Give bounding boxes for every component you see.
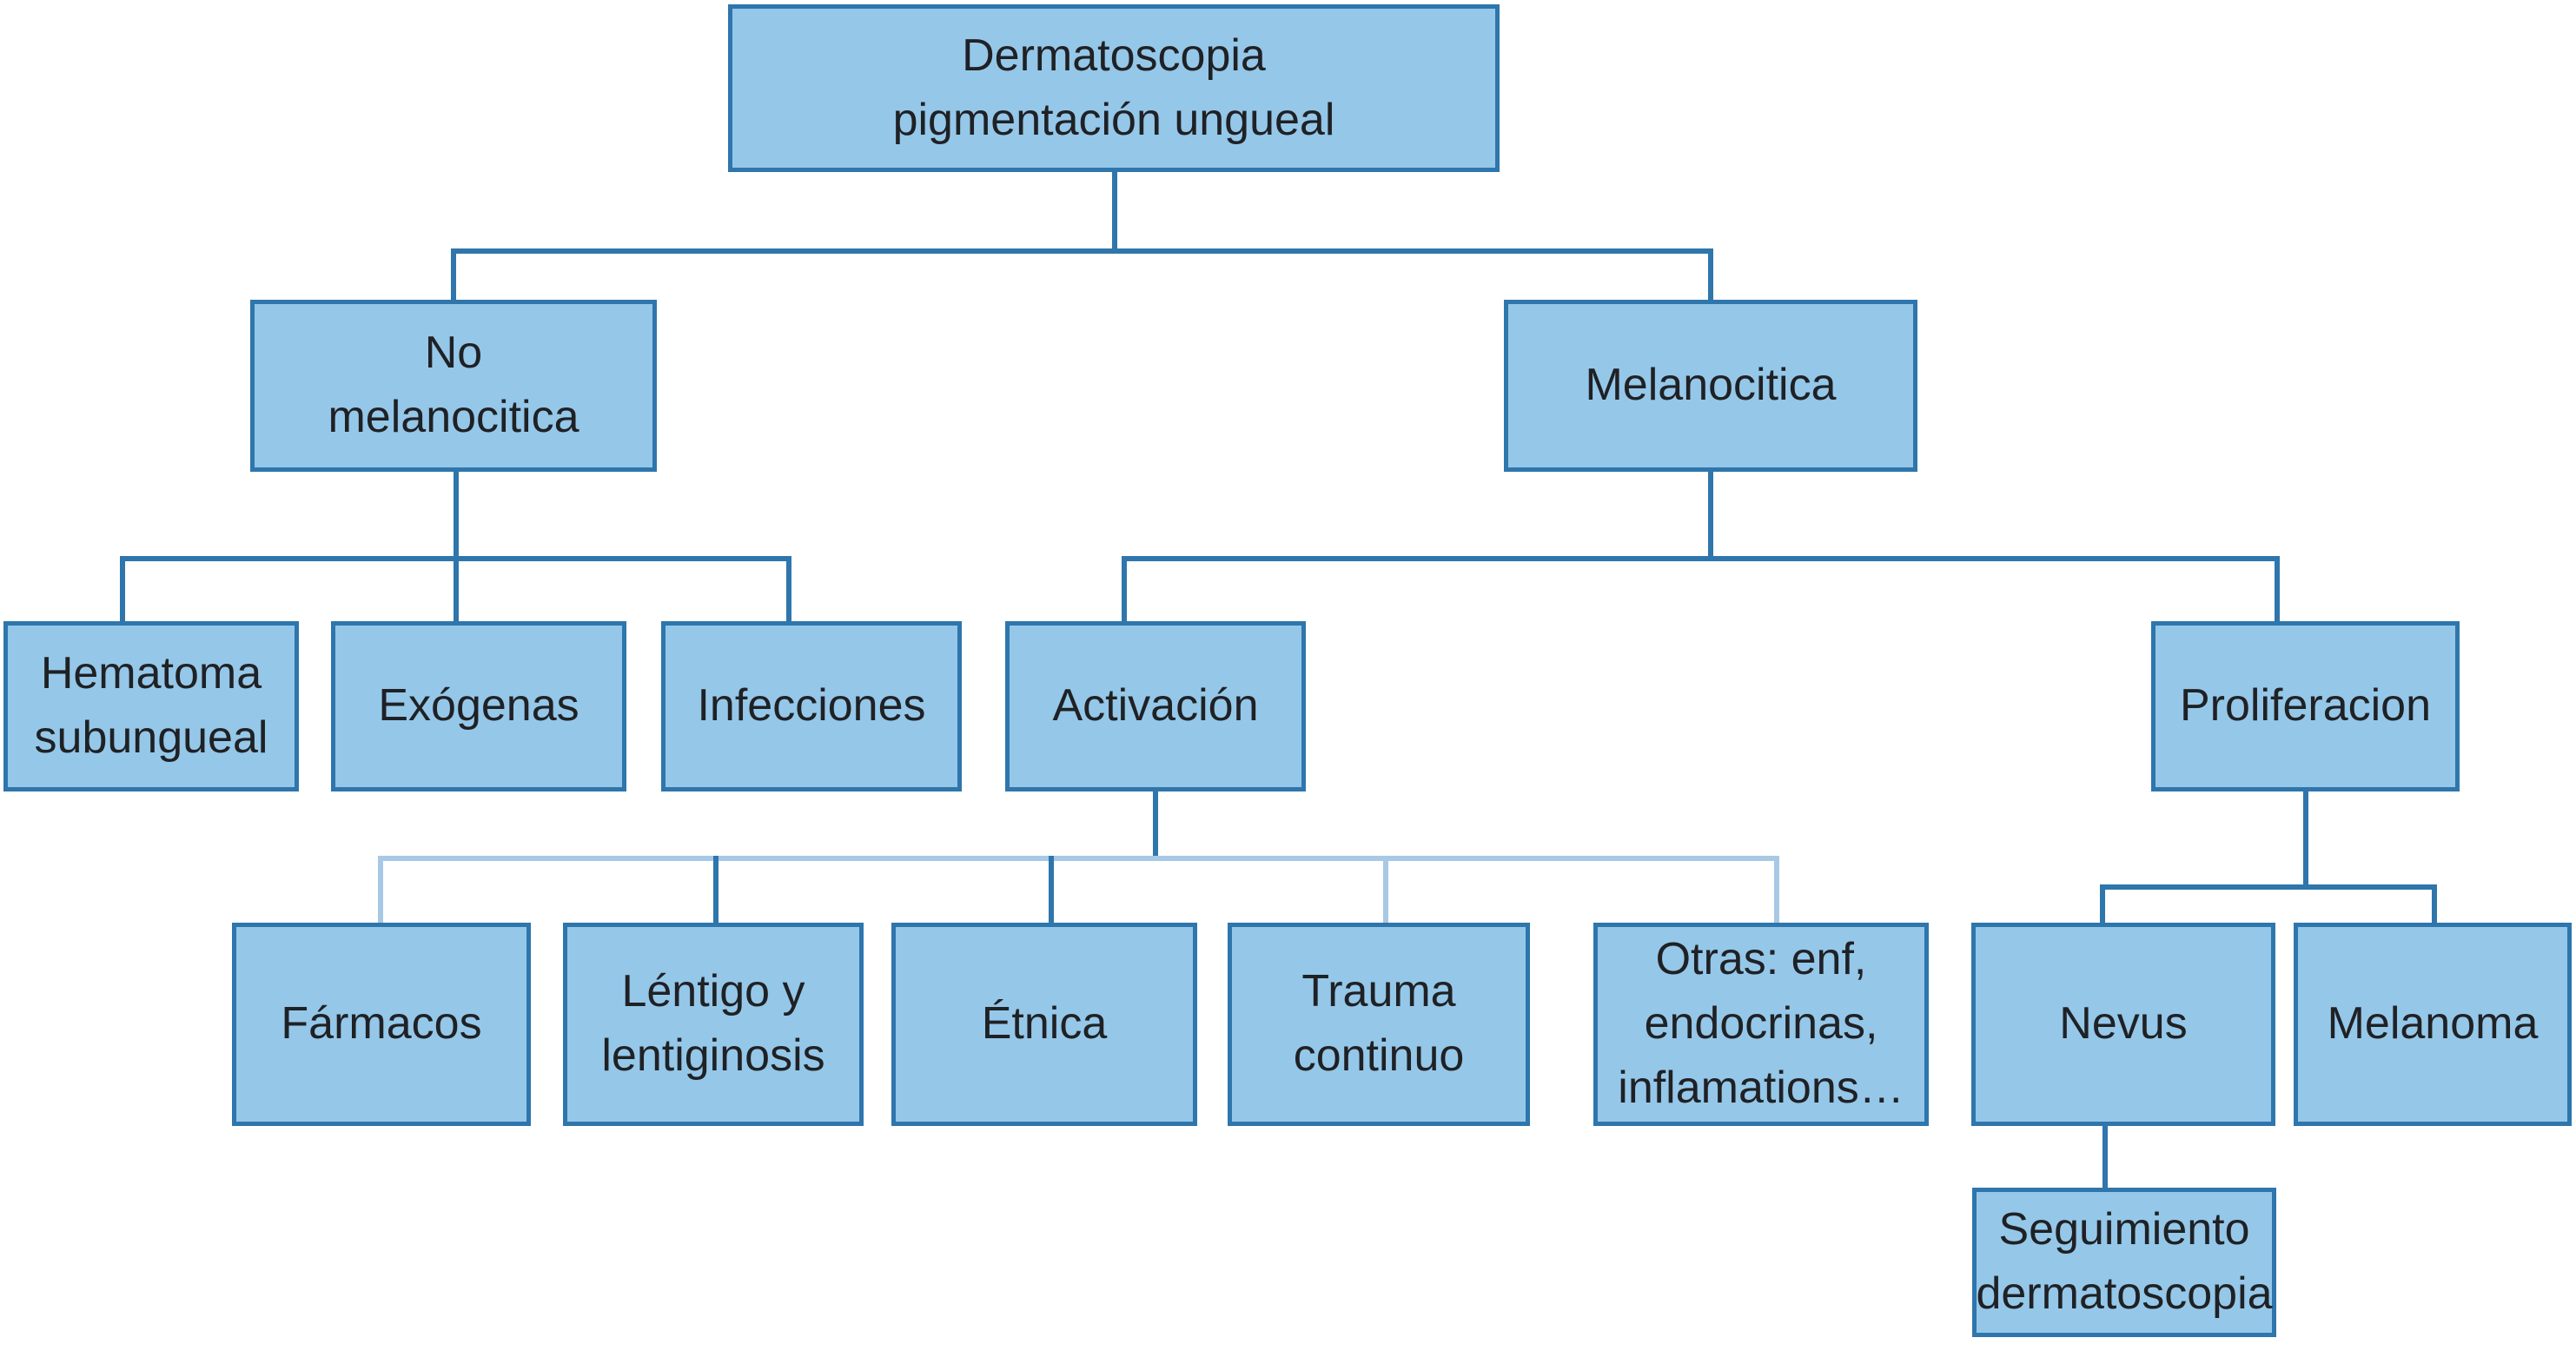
- connector-drop-melanoma: [2432, 884, 2437, 924]
- node-hematoma-subungueal: Hematoma subungueal: [3, 621, 299, 791]
- node-proliferacion: Proliferacion: [2151, 621, 2460, 791]
- connector-activacion-rail: [378, 856, 1779, 861]
- connector-proliferacion-stub: [2303, 790, 2308, 887]
- node-infecciones: Infecciones: [661, 621, 962, 791]
- connector-drop-etnica: [1049, 856, 1054, 924]
- node-root-label: Dermatoscopia pigmentación ungueal: [892, 30, 1335, 145]
- node-seguimiento-dermatoscopia-label: Seguimiento dermatoscopia: [1976, 1204, 2273, 1319]
- node-melanoma-label: Melanoma: [2327, 998, 2539, 1050]
- node-lentigo-y-lentiginosis-label: Léntigo y lentiginosis: [601, 966, 825, 1081]
- node-melanoma: Melanoma: [2294, 923, 2572, 1126]
- node-root: Dermatoscopia pigmentación ungueal: [728, 4, 1500, 172]
- connector-activacion-stub: [1153, 790, 1158, 859]
- node-farmacos-label: Fármacos: [281, 998, 482, 1050]
- node-exogenas: Exógenas: [331, 621, 626, 791]
- connector-melanocitica-stub: [1708, 470, 1713, 559]
- connector-drop-farmacos: [378, 856, 383, 924]
- node-otras: Otras: enf, endocrinas, inflamations…: [1593, 923, 1929, 1126]
- connector-drop-activacion: [1122, 556, 1127, 623]
- connector-drop-proliferacion: [2275, 556, 2280, 623]
- connector-drop-hematoma: [120, 556, 125, 623]
- node-activacion-label: Activación: [1052, 680, 1259, 732]
- node-trauma-continuo-label: Trauma continuo: [1293, 966, 1465, 1081]
- node-nevus: Nevus: [1971, 923, 2275, 1126]
- node-nevus-label: Nevus: [2059, 998, 2188, 1050]
- node-no-melanocitica: No melanocitica: [250, 300, 657, 472]
- node-infecciones-label: Infecciones: [697, 680, 926, 732]
- connector-drop-melanocitica: [1708, 248, 1713, 301]
- node-hematoma-subungueal-label: Hematoma subungueal: [34, 648, 268, 763]
- connector-melanocitica-rail: [1122, 556, 2280, 561]
- node-seguimiento-dermatoscopia: Seguimiento dermatoscopia: [1972, 1188, 2276, 1337]
- connector-nevus-stub: [2103, 1124, 2108, 1189]
- connector-no-melanocitica-stub: [454, 470, 459, 623]
- connector-drop-trauma: [1383, 856, 1388, 924]
- node-trauma-continuo: Trauma continuo: [1228, 923, 1530, 1126]
- node-no-melanocitica-label: No melanocitica: [328, 328, 579, 442]
- node-etnica-label: Étnica: [981, 998, 1108, 1050]
- node-farmacos: Fármacos: [232, 923, 531, 1126]
- node-melanocitica-label: Melanocitica: [1585, 360, 1837, 411]
- node-activacion: Activación: [1005, 621, 1306, 791]
- node-exogenas-label: Exógenas: [378, 680, 579, 732]
- node-etnica: Étnica: [891, 923, 1197, 1126]
- connector-no-melanocitica-rail: [120, 556, 791, 561]
- connector-proliferacion-rail: [2100, 884, 2437, 890]
- connector-root-stub: [1112, 171, 1117, 251]
- node-melanocitica: Melanocitica: [1504, 300, 1917, 472]
- node-otras-label: Otras: enf, endocrinas, inflamations…: [1618, 934, 1904, 1113]
- node-proliferacion-label: Proliferacion: [2179, 680, 2432, 732]
- connector-drop-nevus: [2100, 884, 2105, 924]
- connector-drop-lentigo: [713, 856, 718, 924]
- node-lentigo-y-lentiginosis: Léntigo y lentiginosis: [563, 923, 864, 1126]
- connector-drop-otras: [1774, 856, 1779, 924]
- connector-level1-rail: [451, 248, 1713, 254]
- connector-drop-no-melanocitica: [451, 248, 456, 301]
- connector-drop-infecciones: [786, 556, 791, 623]
